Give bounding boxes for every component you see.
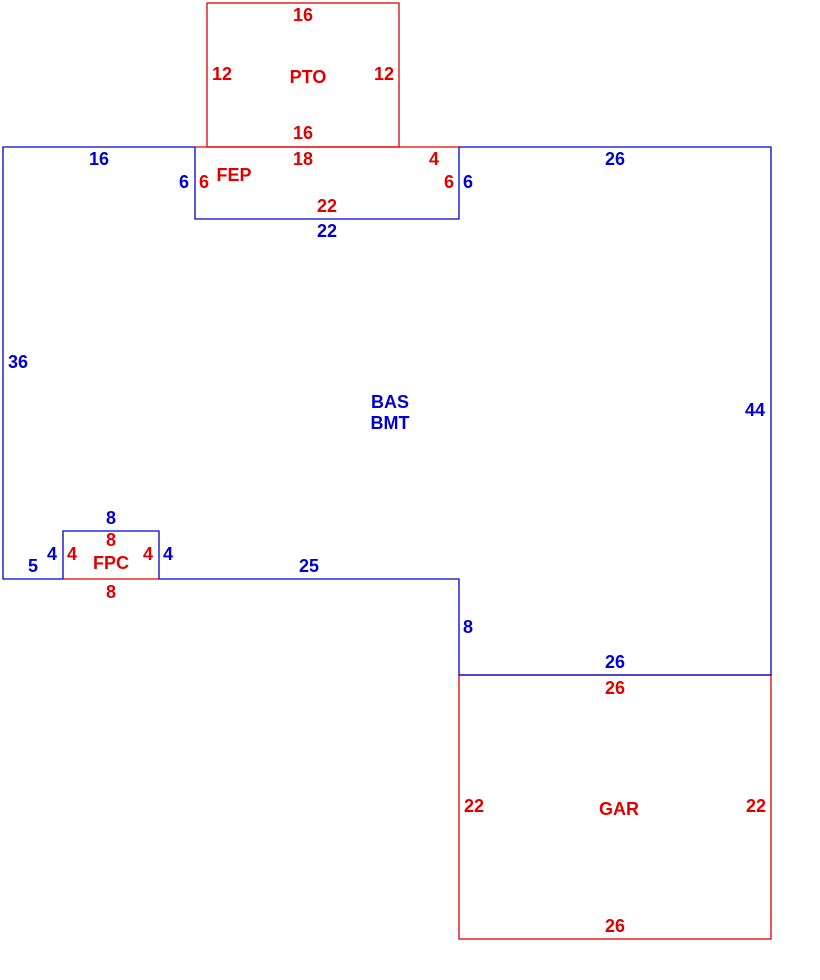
pto-top-dim: 16 <box>293 5 313 25</box>
bas-notch-left-dim: 6 <box>179 172 189 192</box>
fep-top-left-dim: 18 <box>293 149 313 169</box>
bas-bottom-right-dim: 26 <box>605 652 625 672</box>
bas-outline <box>2 146 772 676</box>
fpc-label: FPC <box>93 553 129 573</box>
bas-fpc-left-dim: 4 <box>47 544 57 564</box>
fpc-right-dim: 4 <box>143 544 153 564</box>
fep-right-dim: 6 <box>444 172 454 192</box>
bas-left-dim: 36 <box>8 352 28 372</box>
pto-label: PTO <box>290 67 327 87</box>
bas-step-dim: 8 <box>463 617 473 637</box>
fpc-top-dim: 8 <box>106 530 116 550</box>
pto-bottom-dim: 16 <box>293 123 313 143</box>
gar-left-dim: 22 <box>464 796 484 816</box>
bas-top-right-dim: 26 <box>605 149 625 169</box>
fep-bottom-dim: 22 <box>317 196 337 216</box>
bas-bottom-left-dim: 5 <box>28 556 38 576</box>
bas-notch-right-dim: 6 <box>463 172 473 192</box>
bas-label: BAS <box>371 392 409 412</box>
bas-notch-bottom-dim: 22 <box>317 221 337 241</box>
gar-top-dim: 26 <box>605 678 625 698</box>
fep-left-dim: 6 <box>199 172 209 192</box>
pto-left-dim: 12 <box>212 64 232 84</box>
fpc-bottom-dim: 8 <box>106 582 116 602</box>
bmt-label: BMT <box>371 413 410 433</box>
bas-right-dim: 44 <box>745 400 765 420</box>
pto-right-dim: 12 <box>374 64 394 84</box>
fpc-left-dim: 4 <box>67 544 77 564</box>
fep-top-right-dim: 4 <box>429 149 439 169</box>
bas-bottom-mid-dim: 25 <box>299 556 319 576</box>
bas-fpc-top-dim: 8 <box>106 508 116 528</box>
bas-fpc-right-dim: 4 <box>163 544 173 564</box>
gar-bottom-dim: 26 <box>605 916 625 936</box>
bas-top-left-dim: 16 <box>89 149 109 169</box>
gar-label: GAR <box>599 799 639 819</box>
fep-label: FEP <box>216 165 251 185</box>
gar-right-dim: 22 <box>746 796 766 816</box>
